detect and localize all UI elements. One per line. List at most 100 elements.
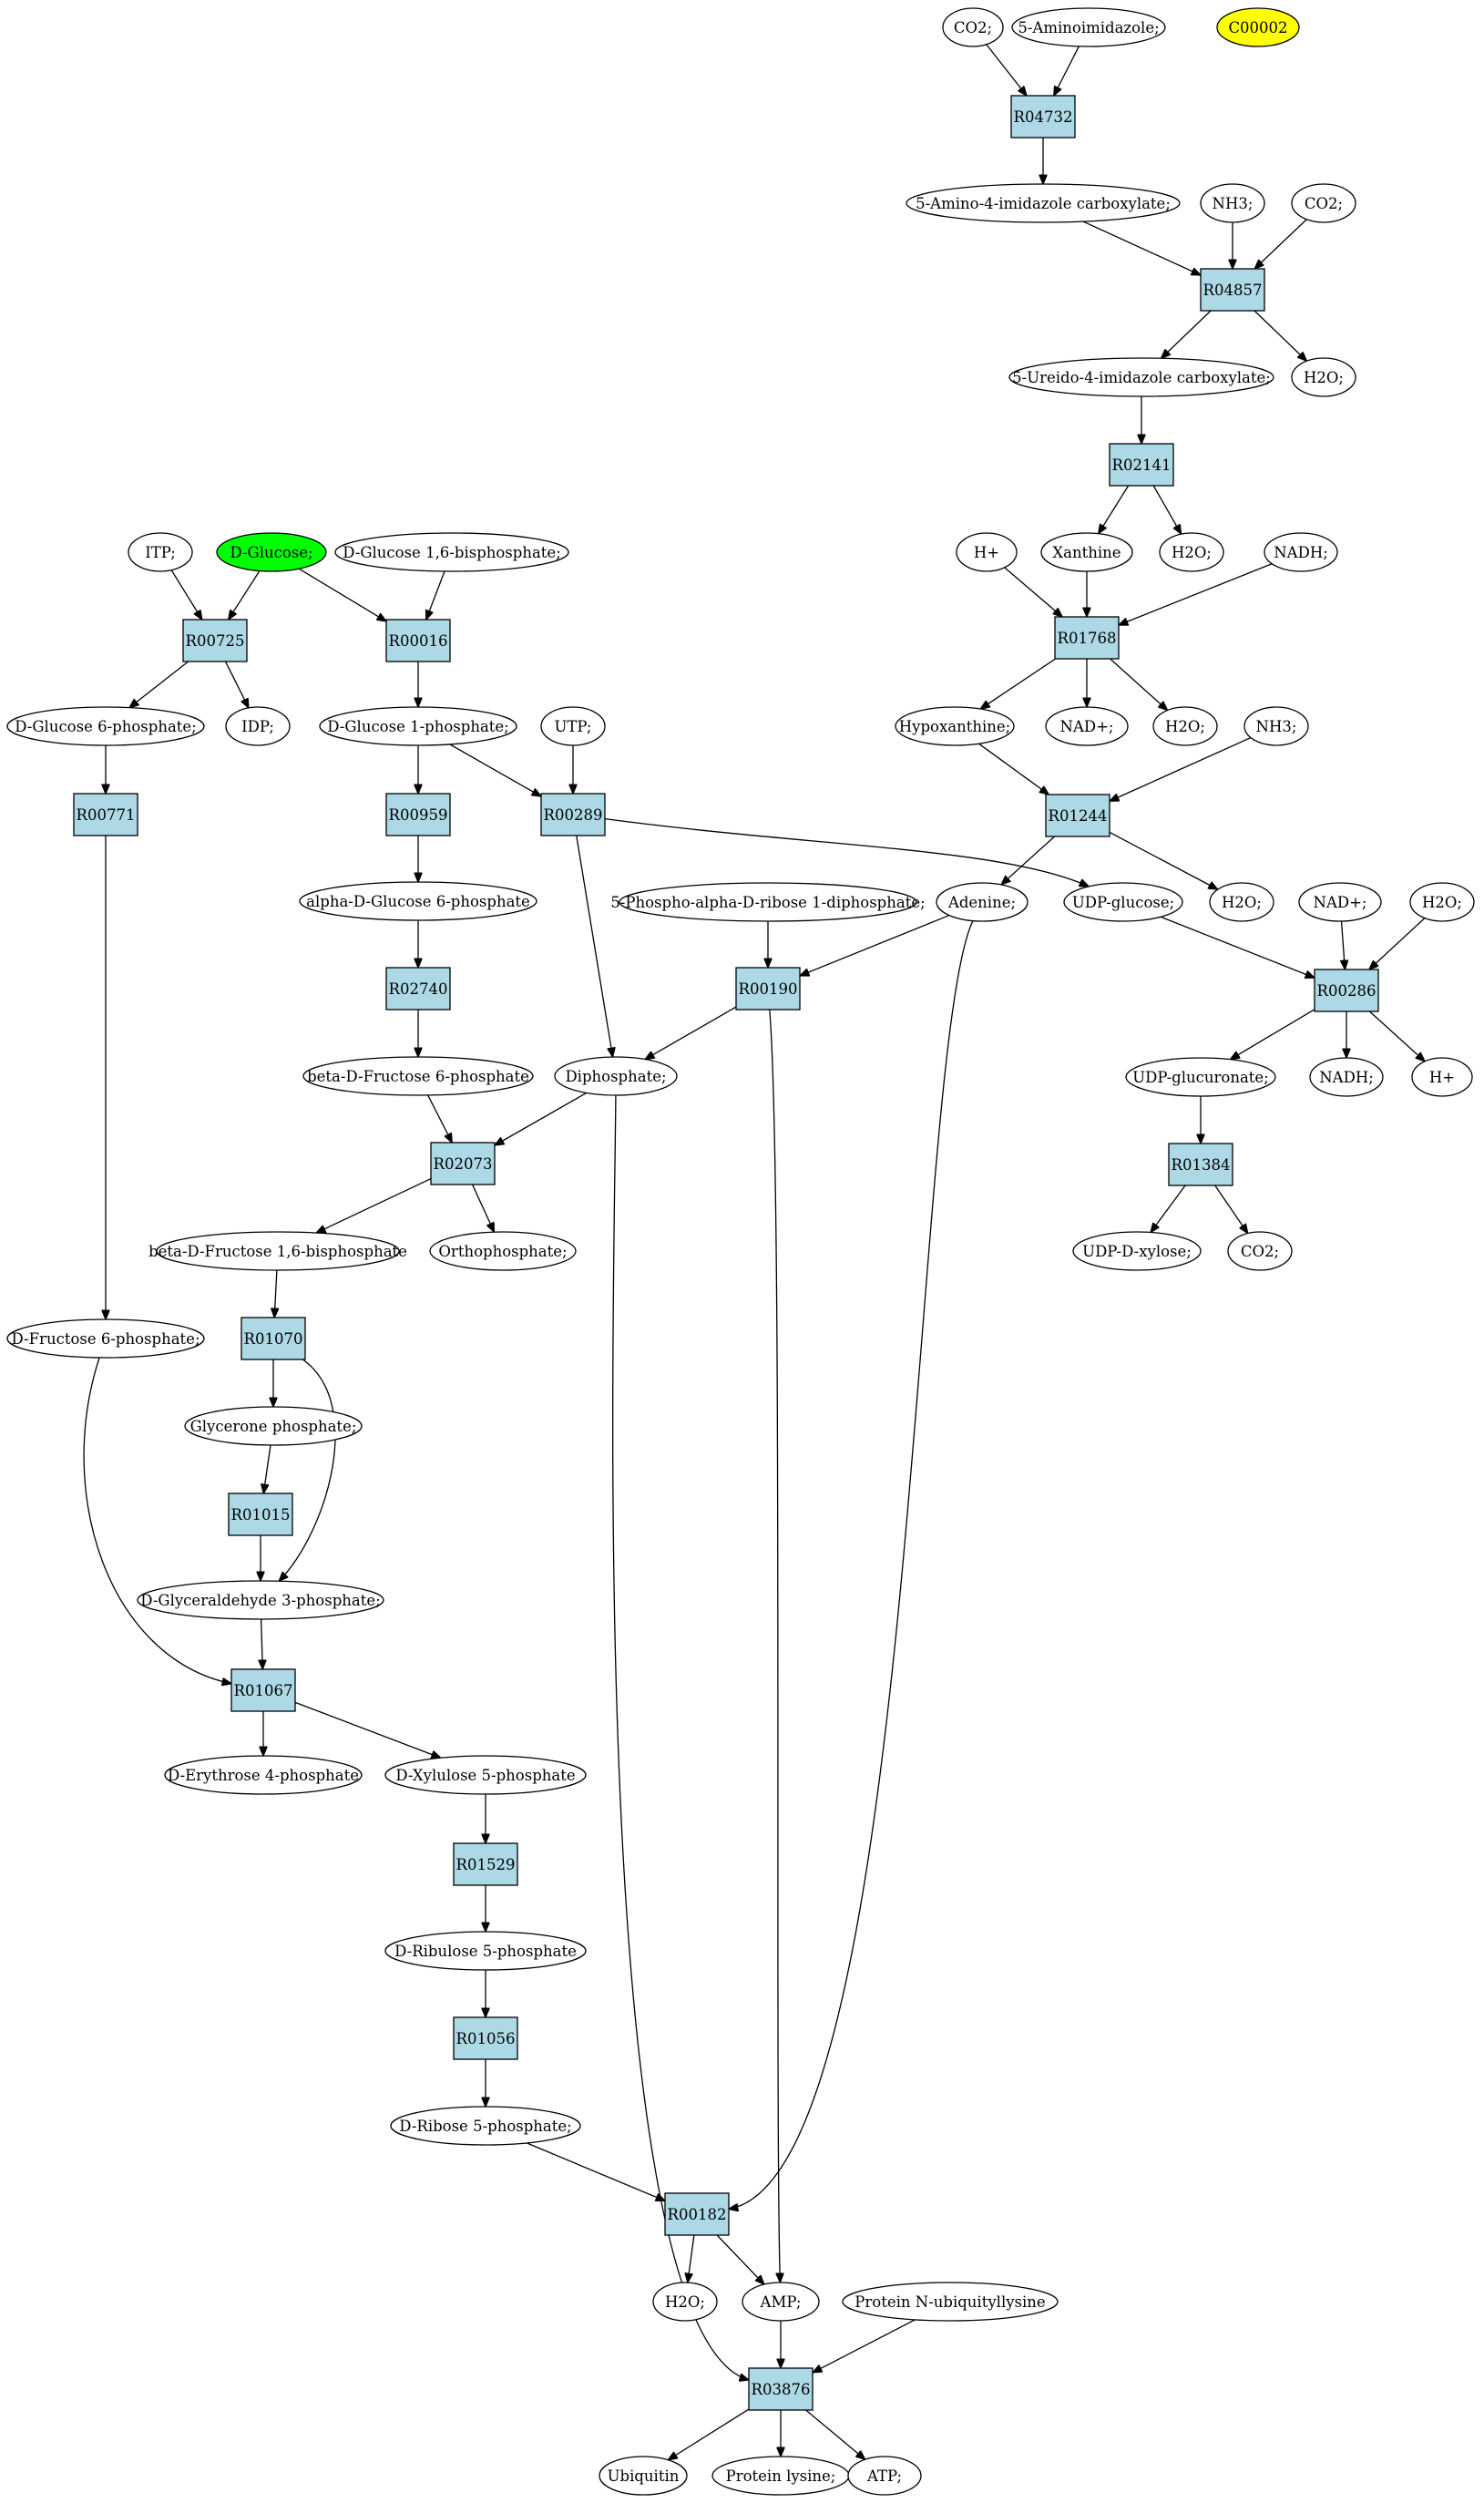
compound-b-f6p[interactable]: beta-D-Fructose 6-phosphate [302, 1056, 534, 1096]
compound-udp-xylose[interactable]: UDP-D-xylose; [1072, 1231, 1202, 1271]
reaction-r01056[interactable]: R01056 [453, 2016, 518, 2060]
reaction-r02740[interactable]: R02740 [385, 967, 451, 1010]
reaction-r01244[interactable]: R01244 [1045, 794, 1110, 837]
compound-adenine[interactable]: Adenine; [936, 882, 1029, 922]
reaction-box[interactable] [1045, 794, 1110, 837]
compound-ellipse[interactable] [1008, 357, 1274, 397]
compound-ellipse[interactable] [742, 2282, 820, 2322]
compound-dhap[interactable]: Glycerone phosphate; [184, 1406, 363, 1446]
compound-ellipse[interactable] [302, 1056, 534, 1096]
compound-hypoxanthine[interactable]: Hypoxanthine; [895, 706, 1015, 746]
compound-g1p[interactable]: D-Glucose 1-phosphate; [319, 706, 517, 746]
compound-ellipse[interactable] [1159, 532, 1224, 572]
compound-h2o-b[interactable]: H2O; [1159, 532, 1224, 572]
compound-udp-glucose[interactable]: UDP-glucose; [1063, 882, 1183, 922]
reaction-box[interactable] [453, 2016, 518, 2060]
compound-ru5p[interactable]: D-Ribulose 5-phosphate [384, 1931, 587, 1971]
reaction-box[interactable] [241, 1317, 306, 1360]
compound-h2o-c[interactable]: H2O; [1152, 706, 1218, 746]
reaction-r00771[interactable]: R00771 [73, 793, 138, 836]
reaction-box[interactable] [385, 619, 451, 662]
compound-h2o-f[interactable]: H2O; [652, 2282, 718, 2322]
compound-ellipse[interactable] [1309, 1057, 1384, 1097]
compound-ellipse[interactable] [1152, 706, 1218, 746]
compound-g6p[interactable]: D-Glucose 6-phosphate; [6, 706, 205, 746]
compound-ellipse[interactable] [895, 706, 1015, 746]
compound-b-f16bp[interactable]: beta-D-Fructose 1,6-bisphosphate [148, 1231, 407, 1271]
compound-ellipse[interactable] [1045, 706, 1129, 746]
compound-ellipse[interactable] [164, 1755, 363, 1795]
compound-ellipse[interactable] [1411, 1057, 1473, 1097]
reaction-r01067[interactable]: R01067 [230, 1668, 296, 1712]
compound-aica[interactable]: 5-Amino-4-imidazole carboxylate; [906, 183, 1181, 223]
reaction-r04857[interactable]: R04857 [1200, 268, 1265, 312]
compound-co2-a[interactable]: CO2; [942, 7, 1004, 47]
compound-co2-c[interactable]: CO2; [1227, 1231, 1293, 1271]
compound-ellipse[interactable] [6, 706, 205, 746]
reaction-r01070[interactable]: R01070 [241, 1317, 306, 1360]
compound-orthophosphate[interactable]: Orthophosphate; [429, 1231, 577, 1271]
compound-ellipse[interactable] [936, 882, 1029, 922]
reaction-box[interactable] [540, 793, 606, 836]
compound-ellipse[interactable] [956, 532, 1018, 572]
compound-atp[interactable]: ATP; [847, 2456, 922, 2496]
compound-ellipse[interactable] [1072, 1231, 1202, 1271]
compound-ellipse[interactable] [1011, 7, 1166, 47]
compound-ellipse[interactable] [384, 1931, 587, 1971]
compound-r5p[interactable]: D-Ribose 5-phosphate; [390, 2106, 581, 2146]
compound-nad-a[interactable]: NAD+; [1045, 706, 1129, 746]
reaction-box[interactable] [230, 1668, 296, 1712]
compound-ellipse[interactable] [1200, 183, 1265, 223]
reaction-box[interactable] [385, 793, 451, 836]
compound-ellipse[interactable] [6, 1318, 205, 1359]
compound-h-plus-b[interactable]: H+ [1411, 1057, 1473, 1097]
reaction-box[interactable] [1010, 95, 1076, 138]
compound-ellipse[interactable] [1264, 532, 1338, 572]
compound-nadh-a[interactable]: NADH; [1264, 532, 1338, 572]
reaction-box[interactable] [1200, 268, 1265, 312]
compound-ellipse[interactable] [128, 532, 193, 572]
compound-ellipse[interactable] [429, 1231, 577, 1271]
compound-a-g6p[interactable]: alpha-D-Glucose 6-phosphate [299, 881, 537, 921]
compound-ellipse[interactable] [847, 2456, 922, 2496]
reaction-box[interactable] [228, 1493, 293, 1536]
compound-h-plus-a[interactable]: H+ [956, 532, 1018, 572]
reaction-box[interactable] [1314, 969, 1379, 1012]
compound-gap[interactable]: D-Glyceraldehyde 3-phosphate; [137, 1580, 384, 1620]
reaction-r04732[interactable]: R04732 [1010, 95, 1076, 138]
compound-nh3-b[interactable]: NH3; [1243, 706, 1309, 746]
compound-diphosphate[interactable]: Diphosphate; [554, 1056, 678, 1096]
compound-nadh-b[interactable]: NADH; [1309, 1057, 1384, 1097]
reaction-r00190[interactable]: R00190 [735, 967, 801, 1010]
compound-ellipse[interactable] [384, 1755, 587, 1795]
reaction-box[interactable] [735, 967, 801, 1010]
compound-prpp[interactable]: 5-Phospho-alpha-D-ribose 1-diphosphate; [610, 882, 926, 922]
compound-ellipse[interactable] [156, 1231, 400, 1271]
compound-xanthine[interactable]: Xanthine [1040, 532, 1133, 572]
compound-f6p[interactable]: D-Fructose 6-phosphate; [6, 1318, 205, 1359]
compound-ellipse[interactable] [1216, 7, 1300, 47]
compound-h2o-a[interactable]: H2O; [1291, 357, 1356, 397]
compound-h2o-e[interactable]: H2O; [1409, 882, 1475, 922]
compound-ellipse[interactable] [225, 706, 291, 746]
compound-ellipse[interactable] [1298, 882, 1382, 922]
compound-ellipse[interactable] [1209, 882, 1274, 922]
compound-idp[interactable]: IDP; [225, 706, 291, 746]
reaction-r02141[interactable]: R02141 [1109, 443, 1174, 487]
compound-ellipse[interactable] [1125, 1057, 1276, 1097]
reaction-r00289[interactable]: R00289 [540, 793, 606, 836]
compound-ellipse[interactable] [1040, 532, 1133, 572]
reaction-box[interactable] [748, 2367, 814, 2411]
reaction-r01768[interactable]: R01768 [1054, 616, 1120, 660]
compound-prot-lys[interactable]: Protein lysine; [711, 2456, 850, 2496]
reaction-box[interactable] [1054, 616, 1120, 660]
compound-ellipse[interactable] [842, 2282, 1059, 2322]
compound-ellipse[interactable] [390, 2106, 581, 2146]
compound-amp[interactable]: AMP; [742, 2282, 820, 2322]
compound-ellipse[interactable] [334, 532, 569, 572]
compound-ellipse[interactable] [299, 881, 537, 921]
compound-ellipse[interactable] [137, 1580, 384, 1620]
compound-ellipse[interactable] [652, 2282, 718, 2322]
compound-ellipse[interactable] [1243, 706, 1309, 746]
reaction-box[interactable] [1168, 1143, 1233, 1186]
